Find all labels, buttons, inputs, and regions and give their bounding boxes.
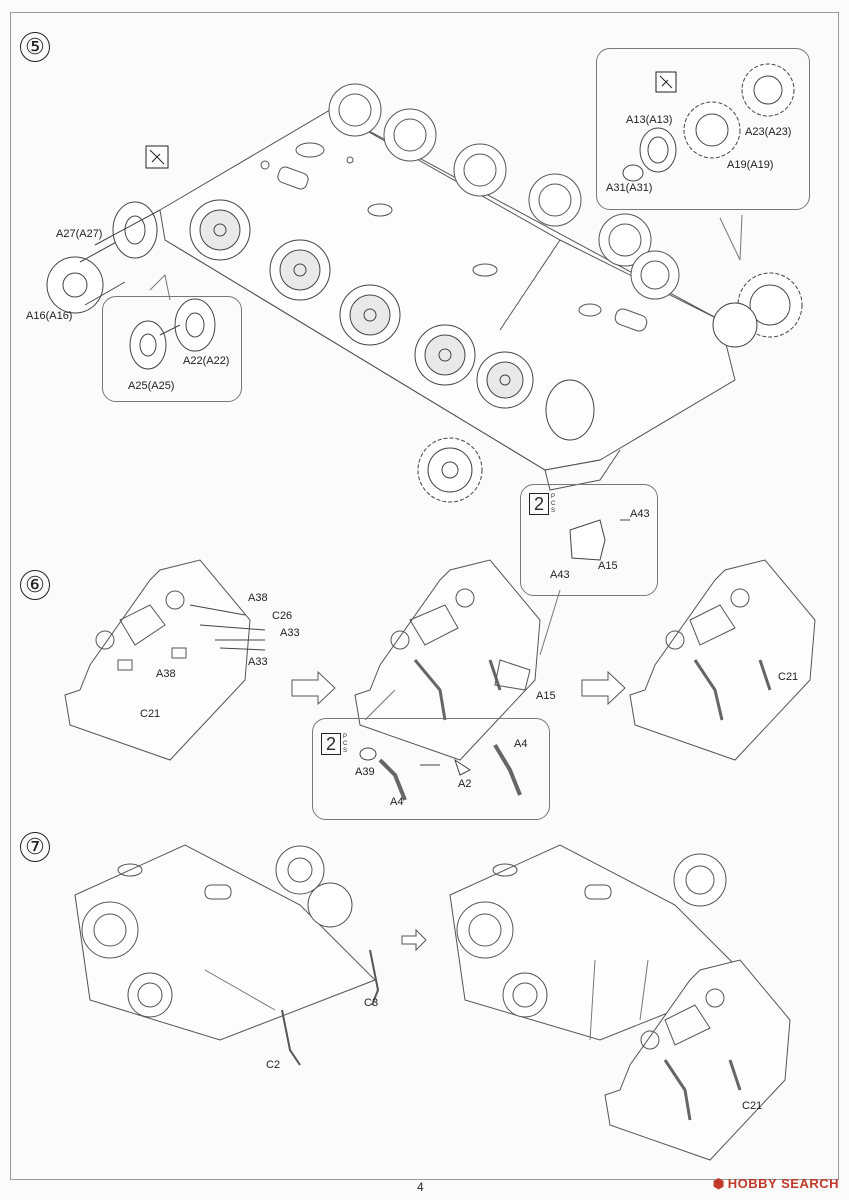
page-frame	[10, 12, 839, 1180]
hull-cut-icon	[145, 145, 169, 169]
part-label: A33	[280, 627, 300, 639]
watermark-text: HOBBY SEARCH	[727, 1176, 839, 1191]
part-label: A25(A25)	[128, 380, 175, 392]
part-label: A15	[598, 560, 618, 572]
part-label: A4	[390, 796, 404, 808]
step-6-number: ⑥	[20, 570, 50, 600]
part-label: A43	[550, 569, 570, 581]
watermark: ⬢HOBBY SEARCH	[713, 1176, 839, 1192]
pcs-badge: 2 PCS	[321, 733, 349, 755]
part-label: A27(A27)	[56, 228, 103, 240]
part-label: A38	[248, 592, 268, 604]
step6-callout-bottom-art	[359, 743, 522, 801]
sprocket-detail-callout	[596, 48, 810, 210]
part-label: A39	[355, 766, 375, 778]
step-5-number: ⑤	[20, 32, 50, 62]
part-label: A2	[458, 778, 472, 790]
hobby-search-logo-icon: ⬢	[712, 1176, 725, 1191]
step7-rear-plate	[604, 959, 791, 1161]
step6-callout-top-art	[569, 519, 630, 561]
part-label: C21	[140, 708, 161, 720]
step6-bottom-detail-callout: 2 PCS	[312, 718, 550, 820]
part-label: A13(A13)	[626, 114, 673, 126]
sprocket-callout-art	[622, 63, 795, 182]
step7-arrow	[401, 928, 427, 952]
step6-rear-plate-3	[629, 559, 816, 761]
step5-hull-drawing	[46, 83, 803, 503]
pcs-badge: 2 PCS	[529, 493, 557, 515]
step6-top-detail-callout: 2 PCS	[520, 484, 658, 596]
page-number: 4	[417, 1180, 424, 1194]
pcs-unit: PCS	[343, 733, 348, 754]
part-label: A23(A23)	[745, 126, 792, 138]
part-label: A38	[156, 668, 176, 680]
part-label: C2	[266, 1059, 281, 1071]
step6-rear-plate-2	[354, 559, 541, 761]
part-label: A4	[514, 738, 528, 750]
step6-arrows	[291, 670, 626, 706]
idler-callout-art	[129, 298, 216, 370]
part-label: C21	[742, 1100, 763, 1112]
idler-detail-callout	[102, 296, 242, 402]
step6-rear-plate-1	[64, 559, 266, 761]
step-7-number: ⑦	[20, 832, 50, 862]
part-label: C3	[364, 997, 379, 1009]
part-label: A33	[248, 656, 268, 668]
step7-hull-1	[74, 844, 380, 1066]
pcs-count: 2	[529, 493, 549, 515]
part-label: A19(A19)	[727, 159, 774, 171]
part-label: A31(A31)	[606, 182, 653, 194]
part-label: A22(A22)	[183, 355, 230, 367]
pcs-count: 2	[321, 733, 341, 755]
part-label: A15	[536, 690, 556, 702]
step7-hull-2	[449, 844, 751, 1041]
pcs-unit: PCS	[551, 493, 556, 514]
part-label: A16(A16)	[26, 310, 73, 322]
part-label: C26	[272, 610, 293, 622]
part-label: A43	[630, 508, 650, 520]
part-label: C21	[778, 671, 799, 683]
